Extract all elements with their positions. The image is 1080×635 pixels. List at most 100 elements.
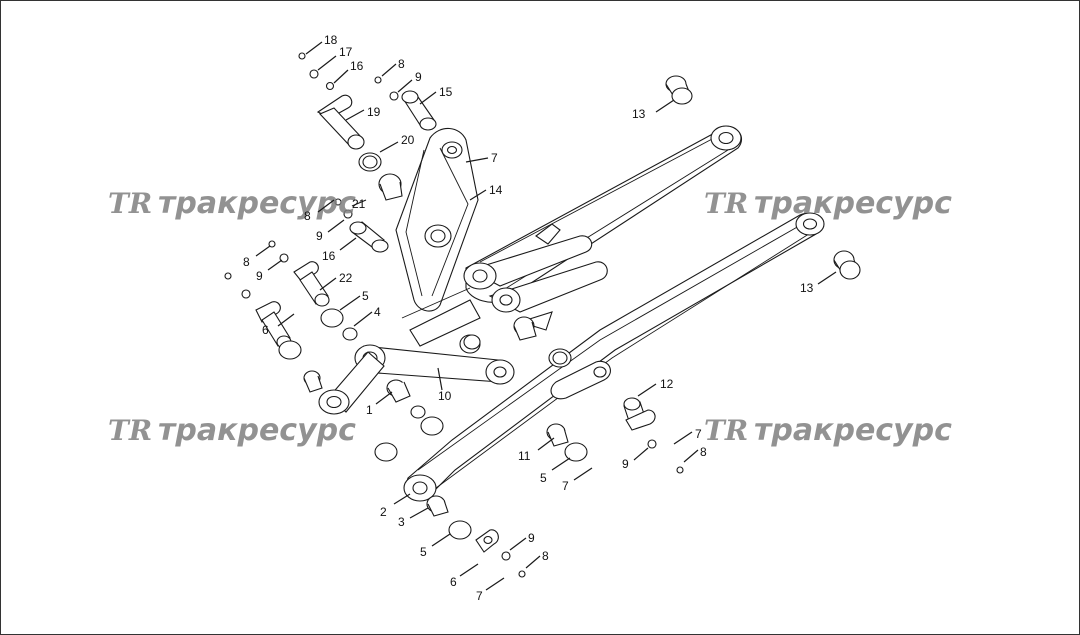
callout-8: 8 bbox=[683, 445, 707, 463]
pin-plate-12 bbox=[550, 360, 611, 400]
callout-5: 5 bbox=[339, 289, 369, 311]
svg-text:20: 20 bbox=[401, 133, 415, 147]
svg-text:18: 18 bbox=[324, 33, 338, 47]
svg-text:8: 8 bbox=[304, 209, 311, 223]
svg-text:13: 13 bbox=[800, 281, 814, 295]
svg-text:5: 5 bbox=[362, 289, 369, 303]
callout-6: 6 bbox=[262, 313, 295, 337]
callout-13: 13 bbox=[800, 271, 837, 295]
callout-19: 19 bbox=[345, 105, 381, 121]
svg-text:8: 8 bbox=[243, 255, 250, 269]
callout-18: 18 bbox=[305, 33, 338, 55]
callout-9: 9 bbox=[316, 219, 345, 243]
svg-text:5: 5 bbox=[420, 545, 427, 559]
callout-2: 2 bbox=[380, 493, 411, 519]
svg-text:TR: TR bbox=[704, 187, 748, 220]
svg-text:2: 2 bbox=[380, 505, 387, 519]
svg-text:6: 6 bbox=[262, 323, 269, 337]
svg-text:10: 10 bbox=[438, 389, 452, 403]
watermark-bottom-right: TR тракресурс bbox=[704, 413, 952, 448]
svg-text:19: 19 bbox=[367, 105, 381, 119]
callout-12: 12 bbox=[637, 377, 674, 397]
boom-arm-lower bbox=[403, 212, 825, 502]
svg-text:14: 14 bbox=[489, 183, 503, 197]
svg-text:7: 7 bbox=[695, 427, 702, 441]
svg-text:21: 21 bbox=[352, 197, 366, 211]
callout-5: 5 bbox=[540, 457, 571, 485]
svg-text:9: 9 bbox=[415, 70, 422, 84]
part-callouts: 18 17 16 8 9 15 19 20 7 14 13 8 21 9 16 … bbox=[243, 33, 837, 603]
svg-text:8: 8 bbox=[700, 445, 707, 459]
pin-15 bbox=[401, 90, 437, 131]
callout-9: 9 bbox=[622, 447, 649, 471]
callout-8: 8 bbox=[525, 549, 549, 569]
callout-8: 8 bbox=[381, 57, 405, 77]
callout-13: 13 bbox=[632, 99, 675, 121]
svg-text:тракресурс: тракресурс bbox=[158, 186, 356, 221]
watermark-bottom-left: TR тракресурс bbox=[108, 413, 356, 448]
callout-4: 4 bbox=[353, 305, 381, 327]
svg-text:6: 6 bbox=[450, 575, 457, 589]
svg-text:22: 22 bbox=[339, 271, 353, 285]
callout-1: 1 bbox=[366, 391, 393, 417]
pin-12 bbox=[623, 397, 656, 431]
pin-6-lower bbox=[475, 529, 499, 553]
callout-9: 9 bbox=[397, 70, 422, 93]
svg-text:8: 8 bbox=[542, 549, 549, 563]
callout-15: 15 bbox=[419, 85, 453, 105]
bushing-13-upper bbox=[665, 75, 693, 105]
callout-9: 9 bbox=[256, 259, 283, 283]
svg-text:9: 9 bbox=[528, 531, 535, 545]
svg-text:16: 16 bbox=[350, 59, 364, 73]
callout-8: 8 bbox=[243, 245, 271, 269]
svg-text:7: 7 bbox=[491, 151, 498, 165]
watermark-top-right: TR тракресурс bbox=[704, 186, 952, 221]
washers-and-bolts bbox=[224, 52, 684, 578]
callout-11: 11 bbox=[518, 437, 555, 463]
svg-text:TR: TR bbox=[704, 414, 748, 447]
callout-20: 20 bbox=[379, 133, 415, 153]
svg-text:13: 13 bbox=[632, 107, 646, 121]
callout-7: 7 bbox=[476, 577, 505, 603]
callout-17: 17 bbox=[317, 45, 353, 71]
callout-6: 6 bbox=[450, 563, 479, 589]
svg-text:тракресурс: тракресурс bbox=[754, 186, 952, 221]
svg-text:TR: TR bbox=[108, 187, 152, 220]
callout-3: 3 bbox=[398, 507, 429, 529]
bell-crank bbox=[395, 127, 479, 312]
svg-text:7: 7 bbox=[562, 479, 569, 493]
svg-text:4: 4 bbox=[374, 305, 381, 319]
svg-text:TR: TR bbox=[108, 414, 152, 447]
callout-14: 14 bbox=[469, 183, 503, 201]
svg-text:17: 17 bbox=[339, 45, 353, 59]
svg-text:8: 8 bbox=[398, 57, 405, 71]
callout-8: 8 bbox=[304, 199, 335, 223]
callout-7: 7 bbox=[673, 427, 702, 445]
svg-text:16: 16 bbox=[322, 249, 336, 263]
svg-text:9: 9 bbox=[316, 229, 323, 243]
svg-text:9: 9 bbox=[256, 269, 263, 283]
callout-7: 7 bbox=[465, 151, 498, 165]
callout-16: 16 bbox=[322, 237, 357, 263]
svg-text:12: 12 bbox=[660, 377, 674, 391]
callout-16: 16 bbox=[333, 59, 364, 84]
pin-16 bbox=[349, 221, 389, 253]
callout-22: 22 bbox=[319, 271, 353, 291]
rings-and-bushings bbox=[278, 152, 588, 540]
svg-text:7: 7 bbox=[476, 589, 483, 603]
callout-9: 9 bbox=[509, 531, 535, 551]
watermark-top-left: TR тракресурс bbox=[108, 186, 356, 221]
svg-text:тракресурс: тракресурс bbox=[754, 413, 952, 448]
callout-7: 7 bbox=[562, 467, 593, 493]
pin-22 bbox=[293, 261, 330, 307]
callout-21: 21 bbox=[351, 197, 367, 211]
link-lower bbox=[318, 287, 481, 415]
cross-member bbox=[463, 223, 608, 331]
svg-text:11: 11 bbox=[518, 449, 531, 463]
callout-5: 5 bbox=[420, 533, 451, 559]
pin-19 bbox=[316, 94, 365, 150]
bushing-13-lower bbox=[833, 250, 861, 280]
svg-text:тракресурс: тракресурс bbox=[158, 413, 356, 448]
svg-text:15: 15 bbox=[439, 85, 453, 99]
